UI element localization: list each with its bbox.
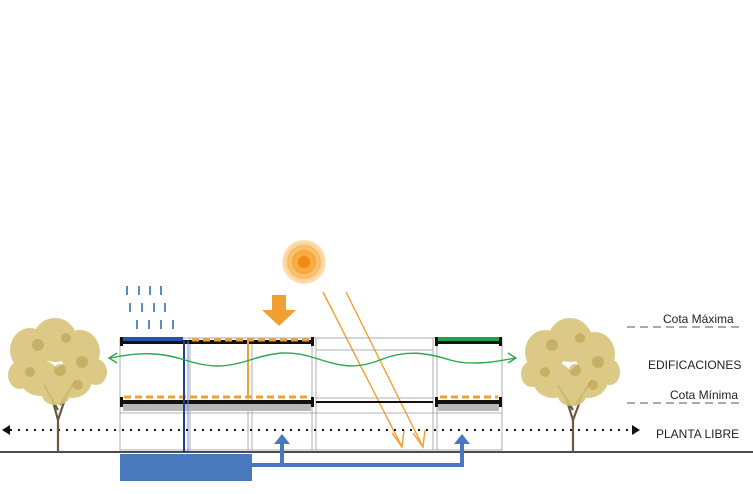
tree-icon: [521, 318, 620, 452]
tree-icon: [8, 318, 107, 452]
sun-icon: [282, 240, 326, 284]
label-cota-maxima: Cota Máxima: [663, 312, 734, 326]
level-markers: [627, 326, 740, 404]
ventilation-flow: [107, 352, 518, 367]
water-tank: [120, 454, 252, 481]
planta-libre-line: [2, 425, 640, 435]
rain-icon: [126, 286, 174, 329]
sun-rays: [322, 291, 426, 449]
label-planta-libre: PLANTA LIBRE: [656, 427, 740, 441]
water-distribution: [252, 442, 464, 467]
down-arrow-icon: [262, 295, 296, 326]
building-frame: [119, 337, 503, 452]
label-edificaciones: EDIFICACIONES: [648, 358, 742, 372]
label-cota-minima: Cota Mínima: [670, 388, 739, 402]
